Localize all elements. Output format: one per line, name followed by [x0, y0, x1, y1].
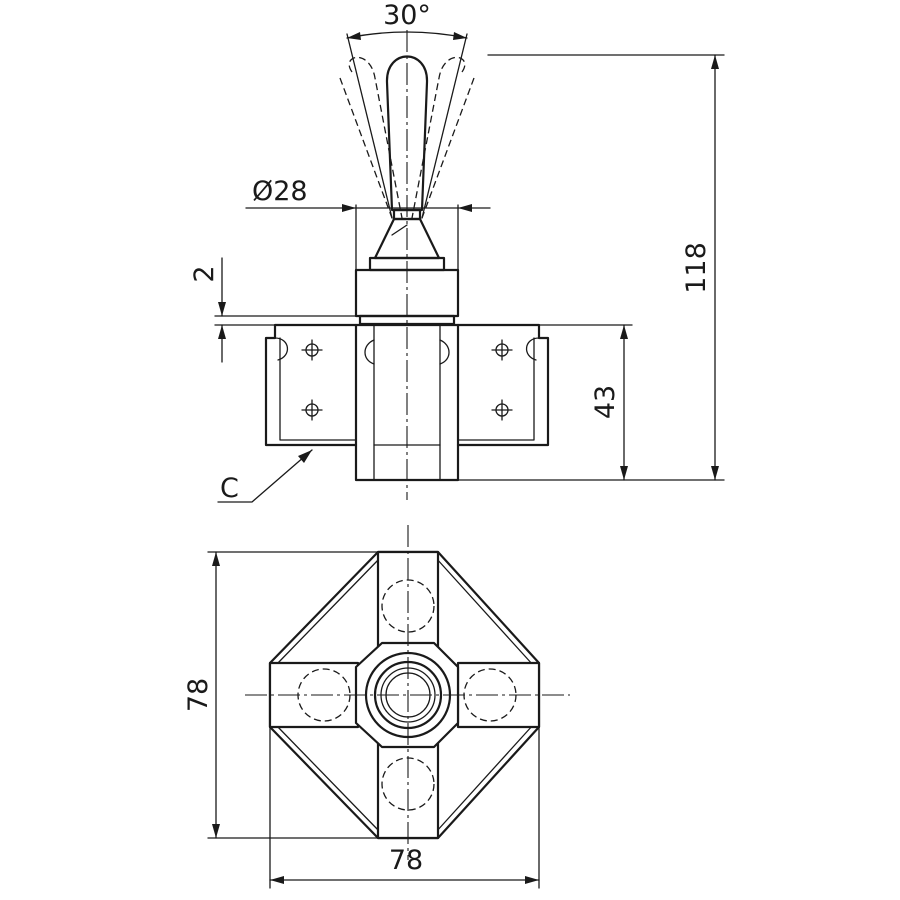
- callout-label: C: [220, 473, 239, 504]
- gap-dimension: 2: [189, 265, 220, 282]
- front-view: [264, 30, 550, 500]
- height-dimension: 118: [681, 242, 712, 294]
- right-bracket: [456, 323, 550, 447]
- diameter-dimension: Ø28: [252, 176, 308, 207]
- front-dimensions: 30° Ø28 118 2 43 C: [189, 0, 725, 504]
- base-height-dimension: 43: [590, 385, 621, 419]
- center-hub: [354, 641, 460, 749]
- mounting-holes: [301, 339, 513, 421]
- plan-view: [245, 525, 570, 860]
- plan-width-dimension: 78: [389, 845, 423, 876]
- angle-dimension: 30°: [383, 0, 431, 31]
- lever-handle[interactable]: [385, 55, 429, 212]
- plan-dimensions: 78 78: [183, 551, 540, 889]
- plan-depth-dimension: 78: [183, 678, 214, 712]
- left-bracket: [264, 323, 358, 447]
- lever-alternate-positions: [339, 56, 475, 219]
